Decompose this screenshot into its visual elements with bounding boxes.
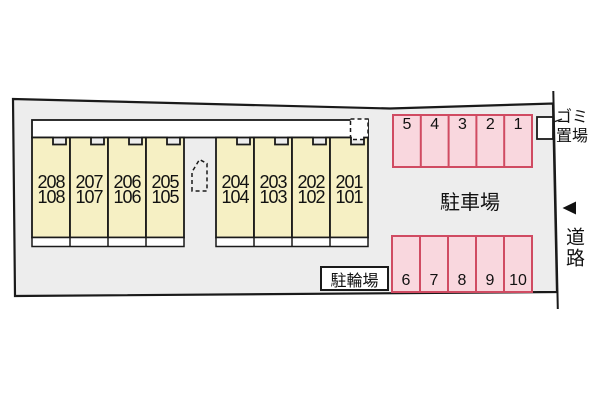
road-edge-line <box>552 90 559 310</box>
parking-space-2: 2 <box>485 116 495 133</box>
parking-row-top: 5 4 3 2 1 <box>393 115 532 167</box>
bicycle-parking-box: 駐輪場 <box>320 266 389 291</box>
garbage-box <box>536 116 554 140</box>
unit-204-104: 204 104 <box>216 172 254 207</box>
parking-space-1: 1 <box>513 116 523 133</box>
unit-upper-number: 203 <box>259 172 287 192</box>
building-corridor <box>31 119 369 139</box>
unit-lower-number: 102 <box>297 186 325 207</box>
unit-201-101: 201 101 <box>330 172 368 207</box>
unit-upper-number: 204 <box>221 172 249 192</box>
building-right-block <box>215 136 369 239</box>
unit-lower-number: 104 <box>221 186 249 207</box>
garbage-label-line2: 置場 <box>556 128 589 145</box>
unit-203-103: 203 103 <box>254 172 292 207</box>
parking-space-5: 5 <box>402 116 412 133</box>
parking-space-10: 10 <box>509 272 527 289</box>
parking-space-4: 4 <box>430 116 440 133</box>
garbage-area-label: ゴミ 置場 <box>556 108 588 146</box>
unit-208-108: 208 108 <box>32 172 70 207</box>
parking-grid-top <box>392 114 533 168</box>
stairs-dashed-box-icon <box>349 118 369 141</box>
parking-grid-bottom <box>391 235 533 293</box>
road-arrow-icon <box>562 201 576 215</box>
unit-205-105: 205 105 <box>146 172 184 207</box>
unit-upper-number: 205 <box>151 172 179 192</box>
unit-upper-number: 206 <box>113 172 141 192</box>
unit-upper-number: 202 <box>297 172 325 192</box>
parking-space-3: 3 <box>458 116 467 133</box>
unit-lower-number: 107 <box>75 186 103 207</box>
building-left-block <box>31 136 185 239</box>
balcony-strips <box>31 236 369 248</box>
unit-upper-number: 201 <box>335 172 363 192</box>
unit-207-107: 207 107 <box>70 172 108 207</box>
parking-space-8: 8 <box>457 272 467 289</box>
stairs-icon <box>191 158 208 192</box>
unit-lower-number: 103 <box>259 186 287 207</box>
unit-lower-number: 108 <box>37 186 65 207</box>
parking-space-9: 9 <box>485 272 495 289</box>
parking-row-bottom: 6 7 8 9 10 <box>392 236 532 292</box>
parking-space-7: 7 <box>429 272 439 289</box>
parking-space-6: 6 <box>401 272 411 289</box>
unit-lower-number: 105 <box>151 186 179 207</box>
unit-lower-number: 101 <box>335 186 363 207</box>
unit-206-106: 206 106 <box>108 172 146 207</box>
unit-lower-number: 106 <box>113 186 141 207</box>
bicycle-parking-label: 駐輪場 <box>330 272 379 290</box>
garbage-label-line1: ゴミ <box>556 109 589 126</box>
unit-upper-number: 207 <box>75 172 103 192</box>
road-label: 道路 <box>563 227 584 269</box>
unit-upper-number: 208 <box>37 172 65 192</box>
unit-202-102: 202 102 <box>292 172 330 207</box>
parking-lot-label: 駐車場 <box>440 192 500 214</box>
